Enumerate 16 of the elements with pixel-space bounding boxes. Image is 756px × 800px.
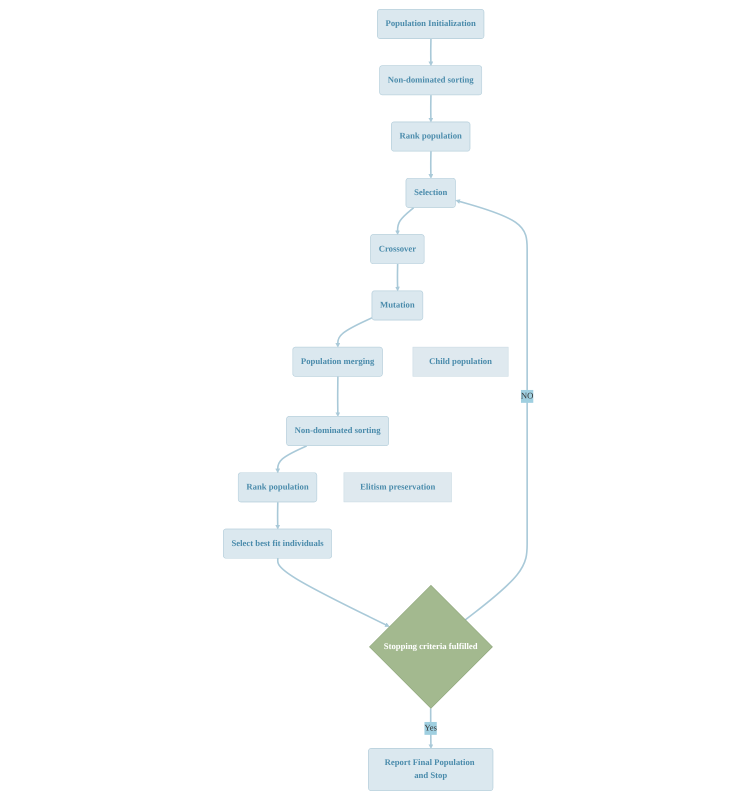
arrow <box>335 316 372 348</box>
arrow <box>335 376 340 417</box>
arrow <box>428 151 433 179</box>
edge-label: NO <box>520 392 534 401</box>
arrow <box>455 199 528 621</box>
arrow <box>274 502 280 530</box>
arrow <box>428 95 433 122</box>
edge-label: Yes <box>424 724 437 733</box>
node-diamond: Stopping criteria fulfilled <box>368 584 492 709</box>
node-box: Elitism preservation <box>343 472 452 502</box>
arrow <box>394 207 414 236</box>
arrow <box>394 264 400 292</box>
arrow <box>274 445 307 474</box>
arrow <box>428 38 433 66</box>
node-box: Child population <box>412 346 508 377</box>
arrow <box>276 558 390 627</box>
